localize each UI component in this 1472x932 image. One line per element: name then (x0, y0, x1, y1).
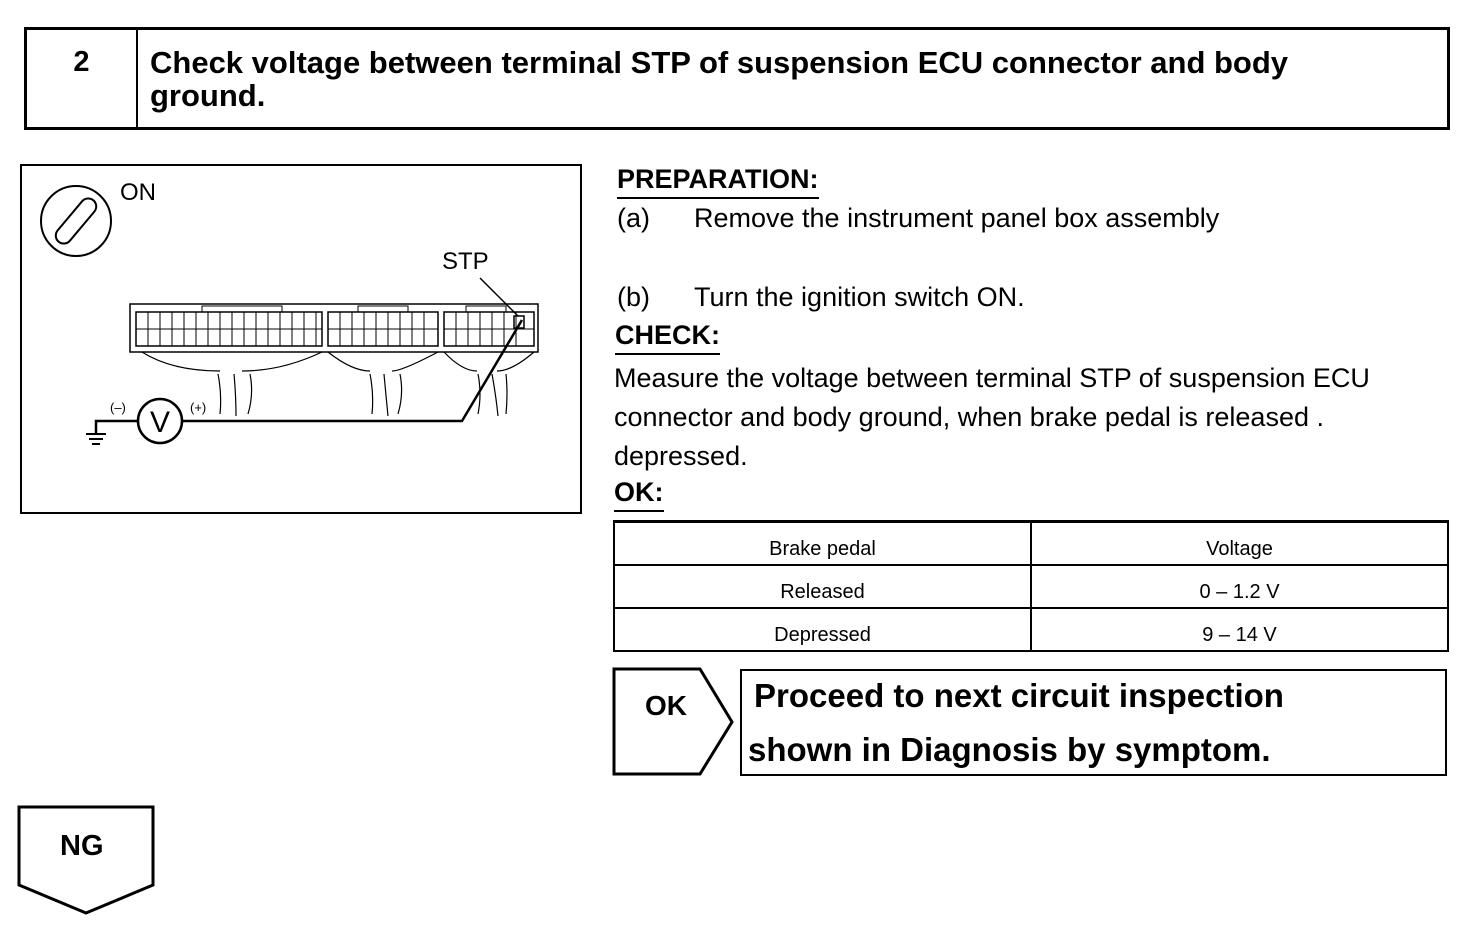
ng-arrow-tag-icon (17, 805, 155, 915)
ignition-switch-icon (40, 185, 112, 257)
test-leads (94, 319, 524, 434)
check-instructions: Measure the voltage between terminal STP… (614, 359, 1472, 476)
table-cell: Depressed (613, 607, 1032, 652)
stp-terminal-label: STP (442, 248, 489, 275)
connector-diagram-drawing: ON STP (40, 179, 539, 445)
preparation-heading: PREPARATION: (617, 164, 819, 199)
prep-b-text: Turn the ignition switch ON. (694, 282, 1025, 312)
table-header-cell: Brake pedal (613, 520, 1032, 566)
step-title-line-1: Check voltage between terminal STP of su… (150, 45, 1289, 80)
prep-b-marker: (b) (617, 282, 650, 312)
check-line-1: Measure the voltage between terminal STP… (614, 363, 1370, 393)
step-header: 2 Check voltage between terminal STP of … (24, 27, 1450, 130)
ok-arrow-tag-icon (612, 667, 734, 776)
prep-a-text: Remove the instrument panel box assembly (694, 203, 1220, 233)
table-header-cell: Voltage (1030, 520, 1449, 566)
check-line-3: depressed. (614, 441, 748, 471)
ground-symbol-icon (86, 433, 106, 445)
table-row: Depressed 9 – 14 V (613, 607, 1449, 652)
ok-result-line-2: shown in Diagnosis by symptom. (748, 731, 1271, 768)
ok-result-line-1: Proceed to next circuit inspection (754, 677, 1284, 714)
check-line-2: connector and body ground, when brake pe… (614, 402, 1324, 432)
ng-tag-label: NG (60, 830, 104, 862)
stp-leader-line (479, 277, 519, 317)
step-title: Check voltage between terminal STP of su… (138, 30, 1447, 127)
step-title-line-2: ground. (150, 78, 266, 113)
ok-result-box: Proceed to next circuit inspection shown… (740, 669, 1447, 776)
step-number: 2 (27, 30, 138, 127)
table-header-row: Brake pedal Voltage (613, 520, 1449, 566)
voltage-spec-table: Brake pedal Voltage Released 0 – 1.2 V D… (613, 520, 1449, 652)
ok-tag-label: OK (645, 690, 687, 721)
voltmeter-label: V (150, 406, 170, 439)
check-heading: CHECK: (615, 320, 720, 355)
table-cell: 0 – 1.2 V (1030, 564, 1449, 609)
positive-probe-label: (+) (190, 400, 206, 415)
table-cell: 9 – 14 V (1030, 607, 1449, 652)
table-cell: Released (613, 564, 1032, 609)
prep-a-marker: (a) (617, 203, 650, 233)
ok-heading: OK: (614, 477, 664, 512)
ecu-connector (129, 303, 539, 353)
voltmeter-icon: V (136, 397, 184, 445)
connector-diagram: ON STP (20, 164, 582, 514)
wire-harness (141, 351, 535, 417)
ignition-on-label: ON (120, 179, 156, 206)
negative-probe-label: (–) (110, 400, 126, 415)
table-row: Released 0 – 1.2 V (613, 564, 1449, 609)
